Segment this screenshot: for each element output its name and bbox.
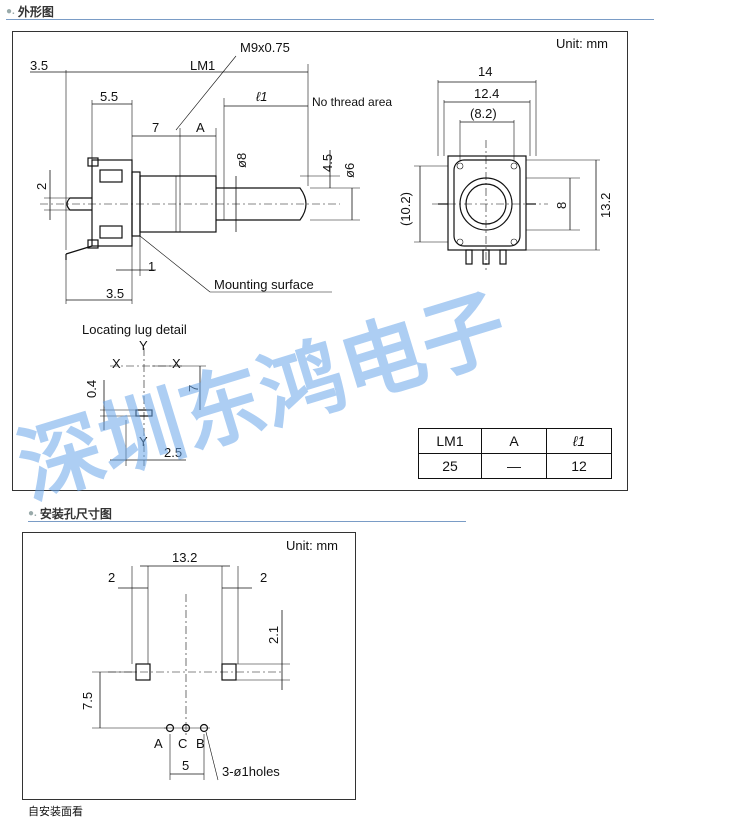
- dim-3-5-top: 3.5: [30, 58, 48, 73]
- mount-dim-2-left: 2: [108, 570, 115, 585]
- mount-holes-label: 3-ø1holes: [222, 764, 280, 779]
- dim-a: A: [196, 120, 205, 135]
- mount-pin-holes: [164, 723, 210, 733]
- side-view-bushing: [139, 175, 217, 233]
- dim-7: 7: [152, 120, 159, 135]
- lug-dim-2-5: 2.5: [164, 445, 182, 460]
- dim-12-4: 12.4: [474, 86, 499, 101]
- outline-frame: [12, 31, 628, 491]
- lug-detail-title: Locating lug detail: [82, 322, 187, 337]
- dim-10-2: (10.2): [398, 192, 413, 226]
- side-view-body: [65, 157, 141, 260]
- mount-section-title: 安装孔尺寸图: [39, 507, 112, 521]
- mount-frame: [22, 532, 356, 800]
- lug-shape: [135, 409, 153, 417]
- spec-table: LM1 A ℓ1 25 — 12: [418, 428, 612, 479]
- dim-lm1: LM1: [190, 58, 215, 73]
- spec-table-header-row: LM1 A ℓ1: [418, 428, 612, 454]
- spec-header-a: A: [481, 428, 547, 454]
- spec-table-row: 25 — 12: [418, 453, 612, 479]
- front-view-body: [438, 155, 536, 265]
- dim-8-2: (8.2): [470, 106, 497, 121]
- outline-unit-label: Unit: mm: [556, 36, 608, 51]
- thread-spec-label: M9x0.75: [240, 40, 290, 55]
- outline-section-header: ●. 外形图: [6, 3, 54, 20]
- lug-dim-7: 7: [186, 385, 201, 392]
- dim-14: 14: [478, 64, 492, 79]
- dim-2-pin: 2: [34, 183, 49, 190]
- mount-section-header: ●. 安装孔尺寸图: [28, 505, 112, 522]
- mount-dim-13-2: 13.2: [172, 550, 197, 565]
- spec-cell-l1: 12: [546, 453, 612, 479]
- side-view-shaft: [216, 187, 307, 221]
- dim-l1: ℓ1: [256, 89, 267, 104]
- mount-pin-a: A: [154, 736, 163, 751]
- dim-13-2-front: 13.2: [598, 193, 613, 218]
- dim-4-5: 4.5: [320, 154, 335, 172]
- mount-pin-b: B: [196, 736, 205, 751]
- dim-phi6: ø6: [342, 163, 357, 178]
- mount-pin-c: C: [178, 736, 187, 751]
- dim-5-5: 5.5: [100, 89, 118, 104]
- lug-x-right: X: [172, 356, 181, 371]
- outline-section-title: 外形图: [17, 5, 54, 19]
- section-bullet-icon: ●.: [6, 6, 15, 17]
- mounting-surface-label: Mounting surface: [214, 277, 314, 292]
- dim-8: 8: [554, 202, 569, 209]
- dim-1: 1: [148, 259, 155, 274]
- dim-3-5-bottom: 3.5: [106, 286, 124, 301]
- spec-cell-a: —: [481, 453, 547, 479]
- spec-header-lm1: LM1: [418, 428, 482, 454]
- dim-phi8: ø8: [234, 153, 249, 168]
- section-bullet-icon: ●.: [28, 508, 37, 519]
- mount-dim-2-right: 2: [260, 570, 267, 585]
- mount-header-rule: [28, 521, 466, 522]
- mount-dim-2-1: 2.1: [266, 626, 281, 644]
- spec-cell-lm1: 25: [418, 453, 482, 479]
- lug-y-top: Y: [139, 338, 148, 353]
- lug-dim-0-4: 0.4: [84, 380, 99, 398]
- spec-header-l1: ℓ1: [546, 428, 612, 454]
- mount-unit-label: Unit: mm: [286, 538, 338, 553]
- mount-dim-7-5: 7.5: [80, 692, 95, 710]
- lug-y-bottom: Y: [139, 434, 148, 449]
- lug-x-left: X: [112, 356, 121, 371]
- front-view-corner-marks: [456, 162, 518, 246]
- mount-dim-5: 5: [182, 758, 189, 773]
- outline-header-rule: [6, 19, 654, 20]
- no-thread-area-label: No thread area: [312, 95, 392, 109]
- footer-note: 自安装面看: [28, 806, 83, 818]
- mount-square-hole-right: [221, 663, 237, 681]
